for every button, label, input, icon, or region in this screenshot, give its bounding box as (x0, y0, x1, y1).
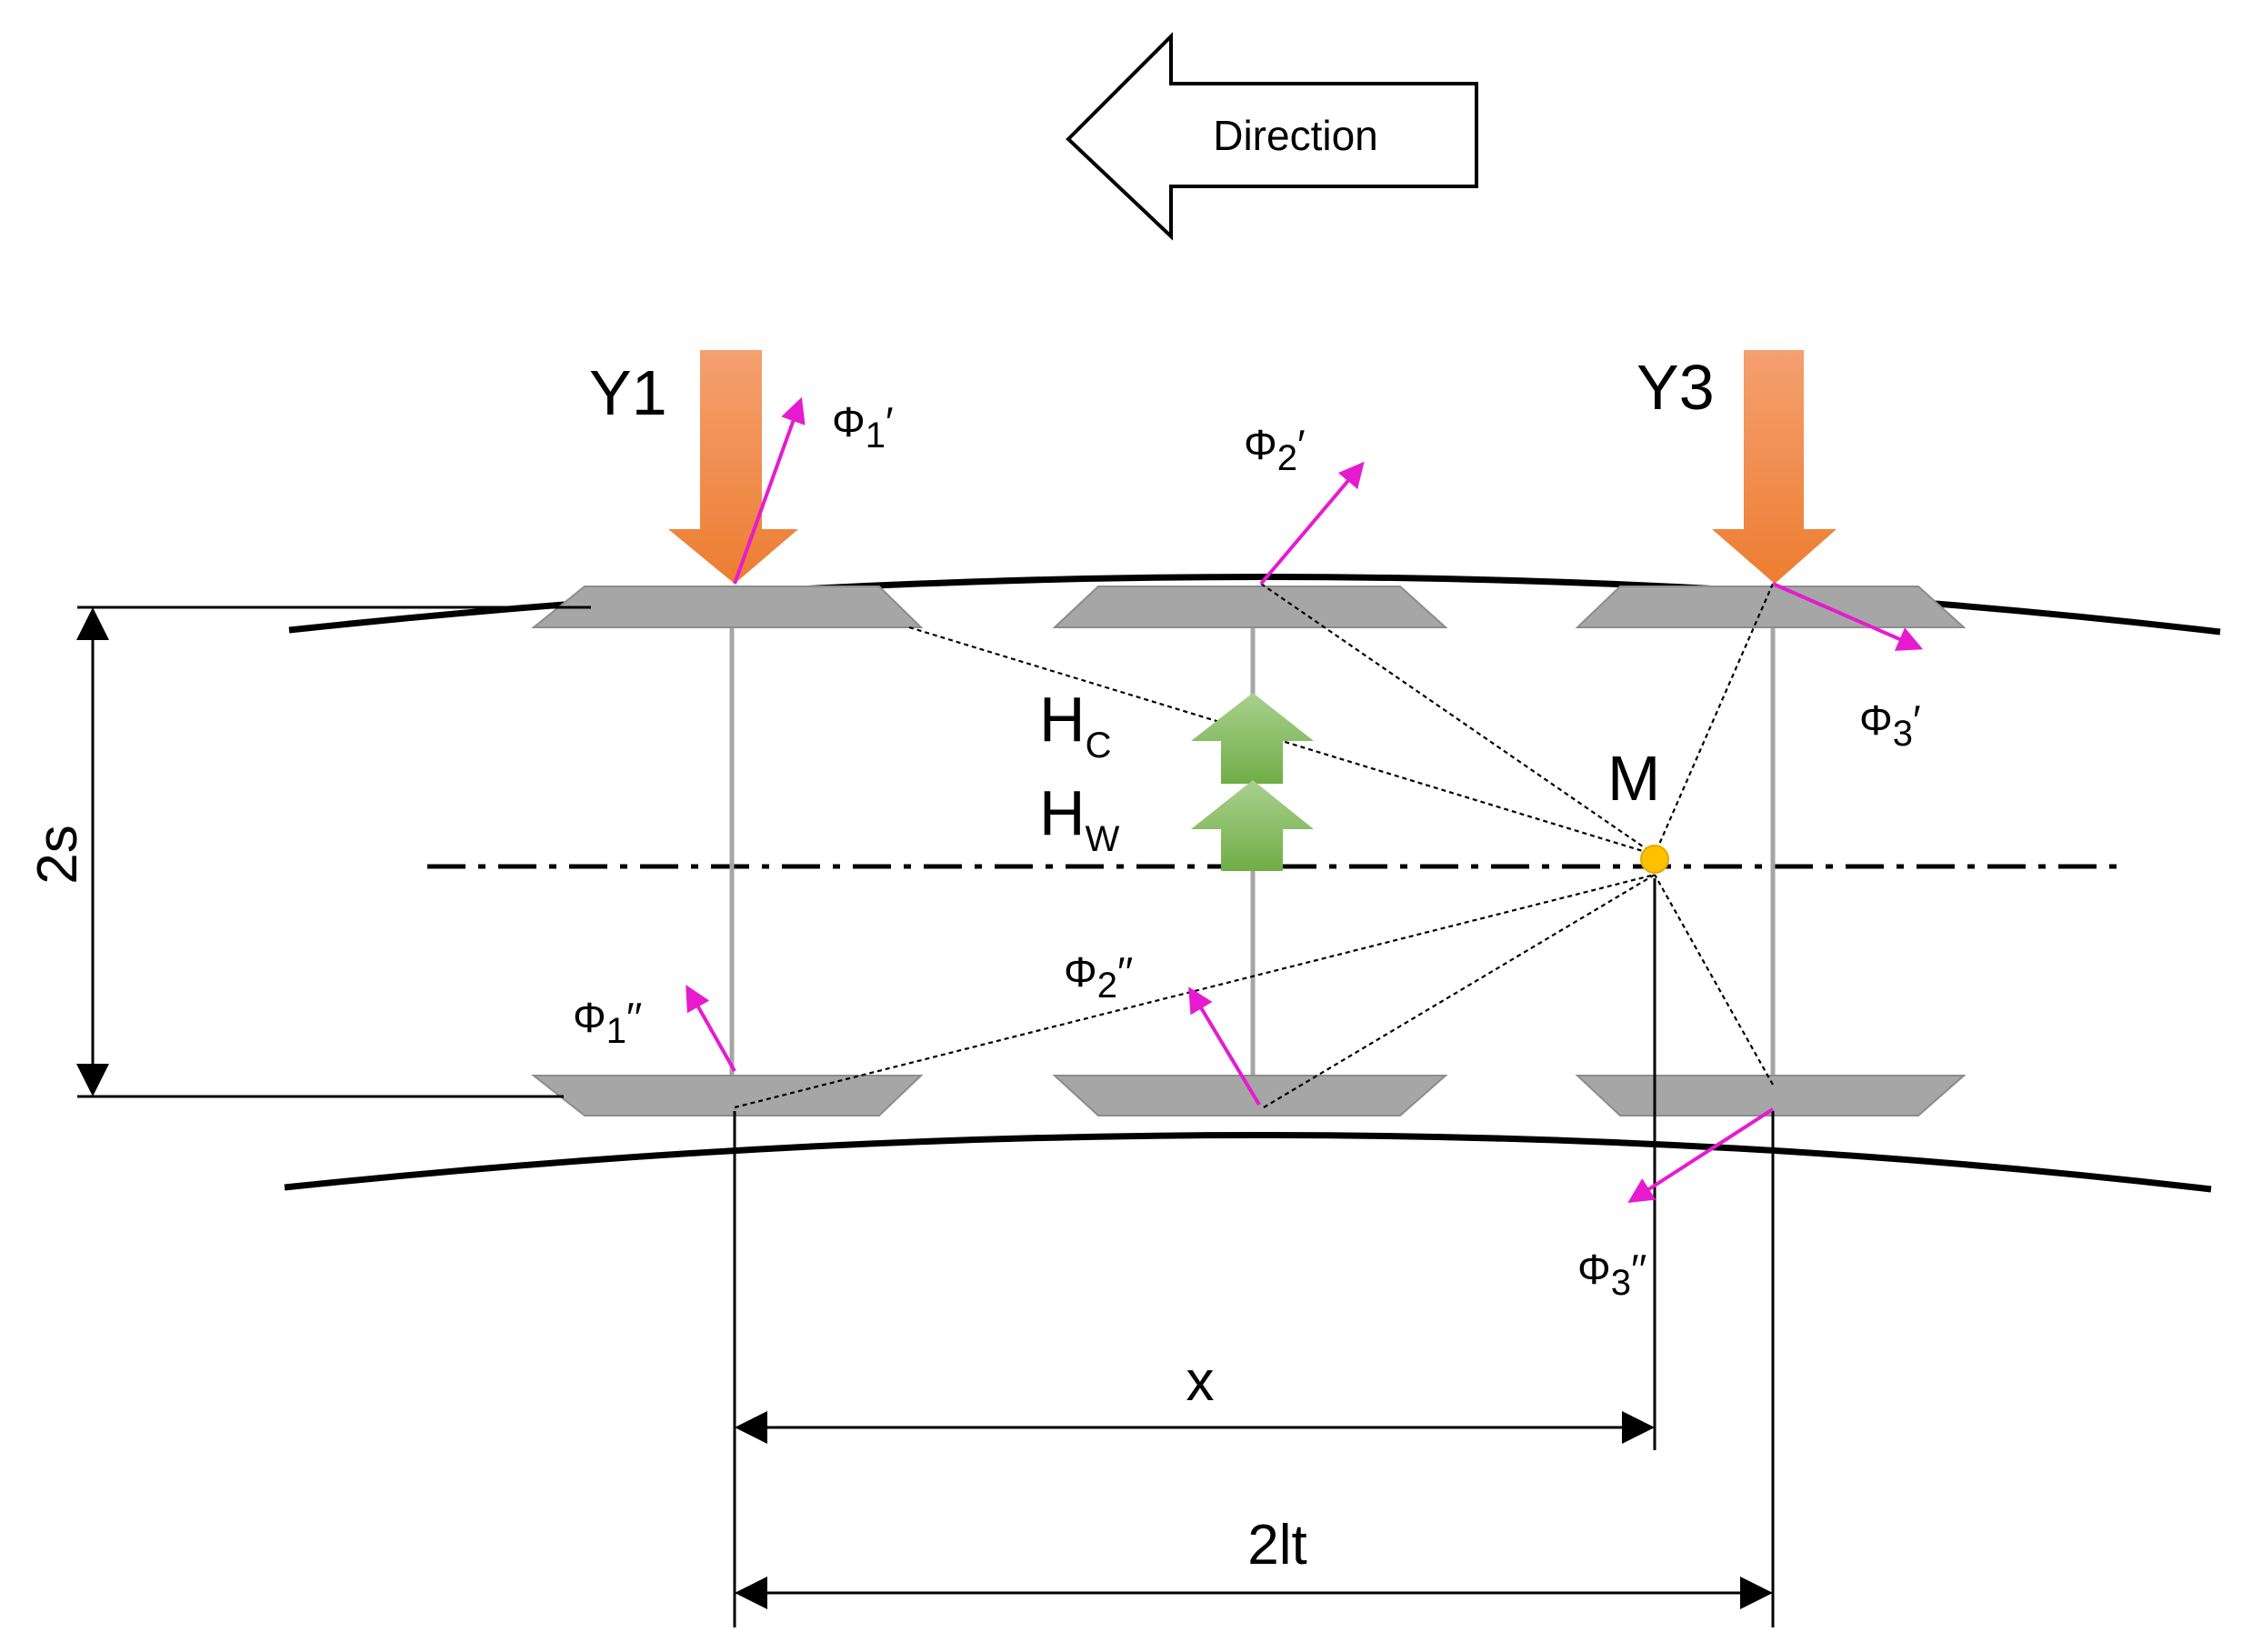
load-arrow-y1 (668, 350, 798, 584)
load-arrow-y3 (1712, 350, 1837, 584)
direction-arrow: Direction (1066, 32, 1478, 241)
lateral-arrow-hc (1191, 693, 1314, 784)
distance-x-label: x (1186, 1350, 1215, 1413)
force-label-phi3-dprime: Φ3′′ (1577, 1246, 1646, 1303)
gauge-label: 2s (26, 825, 89, 884)
wheel-1-lower (531, 1075, 924, 1116)
wheel-2-upper (1052, 586, 1448, 628)
force-vector-phi3-dprime (1627, 1107, 1775, 1204)
force-vector-phi1-dprime (686, 985, 736, 1072)
force-label-phi1-dprime: Φ1′′ (573, 994, 642, 1051)
point-m-marker (1640, 845, 1669, 874)
lateral-label-hw: HW (1039, 777, 1120, 859)
load-label-y1: Y1 (589, 357, 667, 428)
wheel-1-upper (531, 586, 924, 628)
contact-lines (734, 583, 1775, 1109)
force-label-phi2-prime: Φ2′ (1244, 421, 1306, 478)
force-label-phi2-dprime: Φ2′′ (1064, 948, 1133, 1006)
force-vector-phi2-dprime (1188, 986, 1261, 1106)
x-dimension: x (733, 878, 1656, 1627)
force-vector-phi3-prime (1772, 582, 1924, 651)
wheel-2-lower (1052, 1075, 1448, 1116)
wheelbase-label: 2lt (1247, 1514, 1306, 1577)
direction-label: Direction (1213, 112, 1378, 159)
point-m-label: M (1607, 743, 1660, 814)
wheel-3-lower (1575, 1075, 1967, 1116)
force-vector-phi2-prime (1259, 461, 1365, 586)
wheelbase-dimension: 2lt (735, 1111, 1775, 1627)
lateral-label-hc: HC (1039, 684, 1111, 766)
gauge-dimension: 2s (26, 606, 591, 1098)
lower-rail (284, 1132, 2212, 1193)
force-label-phi1-prime: Φ1′ (832, 398, 894, 456)
lateral-arrow-hw (1191, 780, 1314, 871)
wheel-3-upper (1575, 586, 1967, 628)
force-vector-phi1-prime (733, 396, 806, 585)
load-label-y3: Y3 (1636, 352, 1715, 423)
force-label-phi3-prime: Φ3′ (1859, 696, 1921, 754)
